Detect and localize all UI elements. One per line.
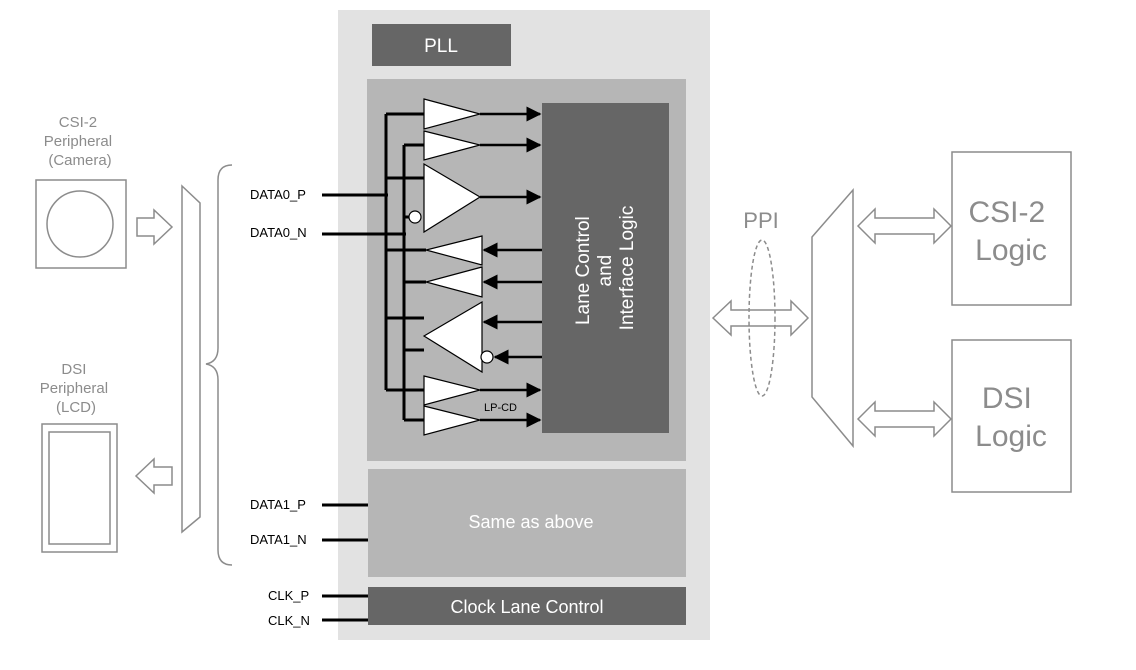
csi2-double-arrow-icon <box>856 207 953 245</box>
lp-cd-1 <box>423 375 483 406</box>
dsi-peripheral-line2: Peripheral <box>40 380 108 397</box>
dsi-logic-line2: Logic <box>975 420 1047 453</box>
lp-cd-label: LP-CD <box>484 402 517 414</box>
inverter-bubble-hs-rx <box>408 210 422 224</box>
camera-lens-icon <box>46 190 114 258</box>
lp-cd-2 <box>423 405 483 436</box>
lp-receiver-2 <box>423 130 483 161</box>
data0-n-label: DATA0_N <box>250 225 307 240</box>
dsi-logic-label: DSI Logic <box>975 382 1047 453</box>
lane-brace <box>205 164 233 566</box>
clock-lane-block <box>368 587 686 625</box>
csi2-peripheral-line2: Peripheral <box>44 133 112 150</box>
pin-wires <box>322 193 406 622</box>
phy-to-lcd-arrow-icon <box>134 457 173 495</box>
hs-receiver <box>423 162 482 234</box>
csi2-logic-label: CSI-2 Logic <box>968 196 1053 267</box>
inverter-bubble-hs-tx <box>480 350 494 364</box>
lane-control-line1: Lane Control <box>573 216 594 325</box>
csi2-peripheral-line1: CSI-2 <box>59 114 97 131</box>
lp-receiver-1 <box>423 98 483 130</box>
dsi-logic-block <box>951 339 1072 493</box>
clock-lane-label: Clock Lane Control <box>450 597 603 617</box>
data1-p-label: DATA1_P <box>250 497 306 512</box>
lp-driver-1 <box>423 235 483 266</box>
logic-mux <box>811 187 854 449</box>
lane-control-block <box>542 103 669 433</box>
dsi-peripheral-label: DSI Peripheral (LCD) <box>40 361 113 416</box>
same-as-above-label: Same as above <box>468 512 593 532</box>
ppi-double-arrow-icon <box>711 299 810 337</box>
lcd-screen-icon <box>48 431 111 545</box>
peripheral-mux <box>181 184 201 534</box>
dsi-peripheral-line3: (LCD) <box>56 399 96 416</box>
csi2-logic-line1: CSI-2 <box>968 196 1045 229</box>
lane-arrows <box>480 106 542 428</box>
csi2-logic-block <box>951 151 1072 306</box>
pll-label: PLL <box>424 36 458 57</box>
data1-n-label: DATA1_N <box>250 532 307 547</box>
clk-p-label: CLK_P <box>268 588 309 603</box>
dsi-double-arrow-icon <box>856 400 953 438</box>
line-drivers <box>408 98 494 436</box>
ppi-bundle-ellipse <box>748 239 776 397</box>
lane-control-line2: and <box>595 255 616 287</box>
csi2-peripheral-line3: (Camera) <box>48 152 111 169</box>
clk-n-label: CLK_N <box>268 613 310 628</box>
dsi-logic-line1: DSI <box>982 382 1032 415</box>
lane-control-label: Lane Control and Interface Logic <box>573 206 638 331</box>
dsi-peripheral-line1: DSI <box>61 361 86 378</box>
lane-control-line3: Interface Logic <box>617 206 638 331</box>
pll-block <box>372 24 511 66</box>
hs-driver <box>422 300 483 374</box>
camera-to-phy-arrow-icon <box>136 208 174 246</box>
lp-driver-2 <box>423 266 483 298</box>
csi2-peripheral-label: CSI-2 Peripheral (Camera) <box>44 114 117 169</box>
data0-p-label: DATA0_P <box>250 187 306 202</box>
ppi-label: PPI <box>743 208 778 233</box>
csi2-logic-line2: Logic <box>975 234 1047 267</box>
data-lane1-block <box>368 469 686 577</box>
internal-buses <box>384 112 426 422</box>
